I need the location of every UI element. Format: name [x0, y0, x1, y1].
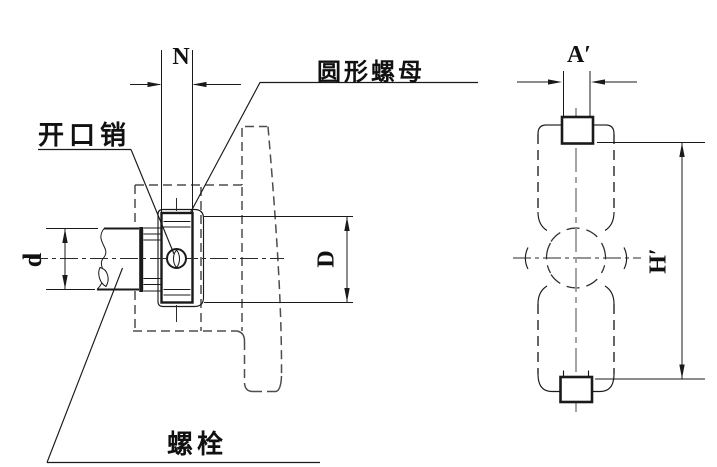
break-leaf — [98, 266, 109, 288]
label-cotter-pin: 开口销 — [38, 120, 132, 150]
side-view-centerlines — [513, 108, 641, 414]
dimension-big-d — [204, 216, 353, 303]
nut-internal-threads — [163, 221, 191, 296]
nut-collar-outline — [157, 208, 205, 308]
pin-spread-end — [559, 370, 594, 404]
leader-cotter-pin — [38, 148, 175, 255]
pin-head — [560, 115, 595, 145]
dimension-d — [46, 228, 98, 290]
cotter-pin-section — [173, 249, 180, 269]
dim-label-big-d: D — [313, 250, 340, 268]
dim-label-d: d — [18, 252, 47, 268]
leader-bolt — [46, 267, 320, 464]
front-view-centerlines — [30, 198, 284, 322]
dim-label-a-prime: A′ — [566, 42, 592, 68]
front-view — [30, 50, 478, 464]
side-view — [513, 71, 705, 414]
dim-label-h-prime: H′ — [645, 248, 672, 274]
label-round-nut: 圆形螺母 — [317, 59, 425, 86]
cotter-pin-hole — [166, 248, 187, 269]
dim-label-n: N — [172, 44, 190, 70]
dimension-n — [130, 50, 241, 212]
label-bolt: 螺栓 — [167, 429, 228, 459]
dimension-a-prime — [517, 71, 637, 116]
thread-lines — [143, 227, 162, 292]
leader-round-nut — [189, 81, 478, 213]
bolt-shank — [96, 227, 144, 292]
dimension-h-prime — [595, 142, 705, 380]
